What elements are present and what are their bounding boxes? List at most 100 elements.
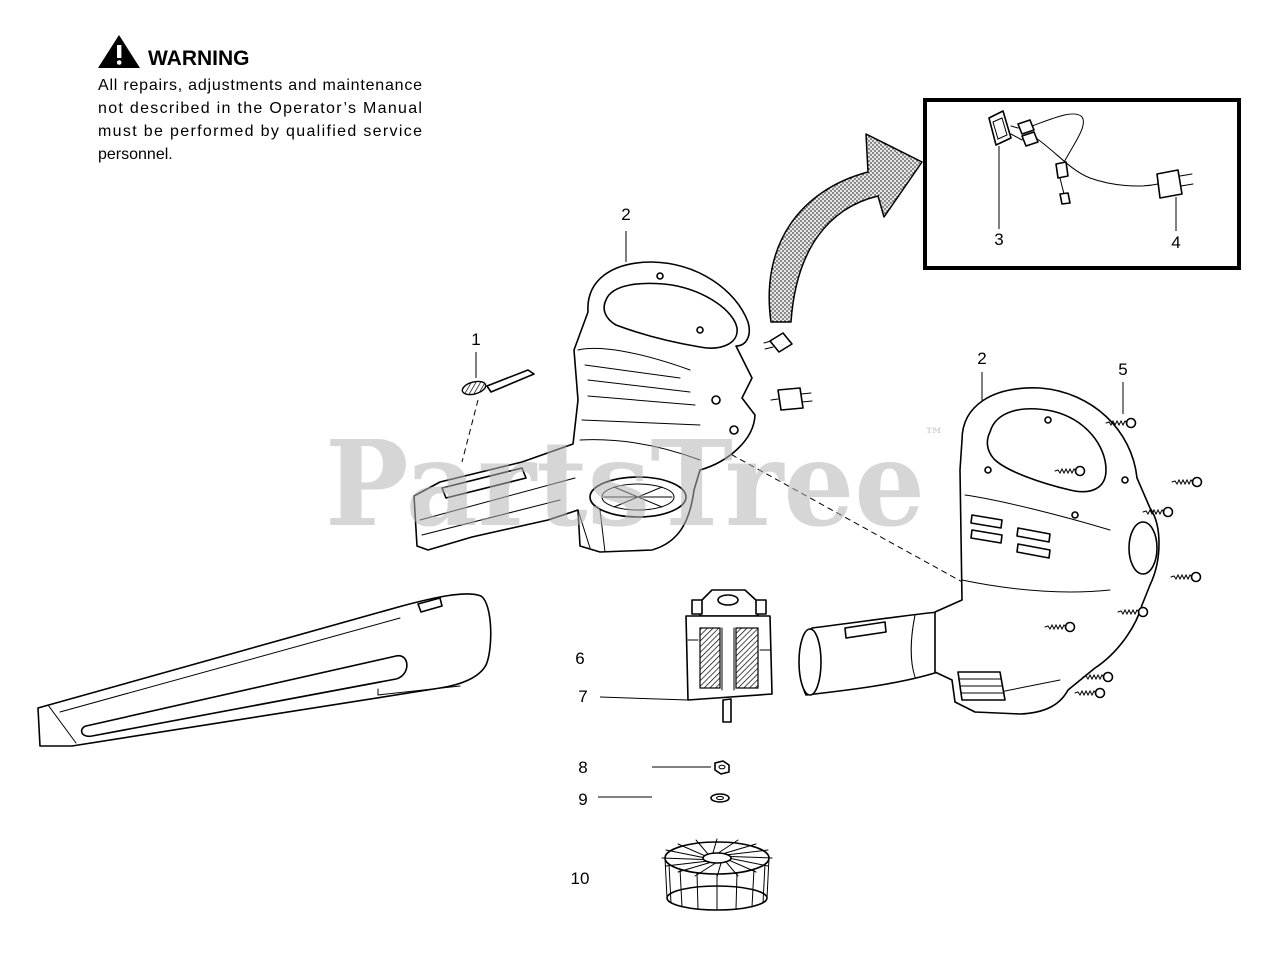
housing-left-ribs <box>577 347 701 461</box>
screw-hole <box>1071 511 1079 519</box>
wire-connector <box>1059 192 1071 205</box>
trigger-button <box>461 380 487 396</box>
housing-right-vent-slot <box>1016 527 1051 543</box>
screw-head <box>1191 476 1203 488</box>
rocker-switch-body <box>988 110 1012 146</box>
trigger-lever <box>486 369 535 393</box>
watermark-trademark: ™ <box>924 423 944 447</box>
housing-right-side-knob <box>1128 521 1158 575</box>
screw-thread <box>1170 573 1193 581</box>
screw-thread <box>1082 673 1105 681</box>
blower-tube <box>37 593 492 747</box>
motor-armature-lines <box>687 627 771 691</box>
screw <box>1054 465 1086 477</box>
motor-bearing <box>717 594 739 606</box>
blower-tube-edge-lines <box>59 617 461 713</box>
warning-notice: WARNING All repairs, adjustments and mai… <box>98 35 422 163</box>
alignment-line <box>704 439 996 601</box>
warning-line: All repairs, adjustments and maintenance <box>98 77 422 94</box>
housing-left-nozzle-slot <box>441 467 527 499</box>
plug-connector-body <box>777 387 804 411</box>
plug-body <box>1156 169 1183 199</box>
screw-thread <box>1074 689 1097 697</box>
screw-hole <box>1121 476 1129 484</box>
screw-thread <box>1117 608 1140 616</box>
screw-head <box>1102 671 1114 683</box>
motor-field-coil <box>735 627 759 689</box>
housing-left-fan-opening-inner <box>601 483 675 511</box>
screw <box>1074 687 1106 699</box>
warning-triangle-icon <box>98 35 140 68</box>
motor-brush <box>691 599 703 615</box>
hex-nut <box>714 760 730 775</box>
fan-impeller-part-10 <box>661 838 773 911</box>
screw-boss <box>656 272 664 280</box>
screw-thread <box>1054 467 1077 475</box>
screws-part-5 <box>1044 417 1203 699</box>
cord-wire <box>1035 137 1159 187</box>
callout-part-9: 9 <box>578 790 587 809</box>
blower-tube-nozzle-lip <box>37 704 77 744</box>
callout-part-8: 8 <box>578 758 587 777</box>
rocker-switch-face <box>992 117 1008 140</box>
outlet-tube-slot <box>844 621 887 639</box>
outlet-tube-opening <box>798 628 822 696</box>
callout-part-2-left: 2 <box>621 205 630 224</box>
washer-part-9 <box>710 793 730 803</box>
screw-head <box>1137 606 1149 618</box>
leader-lines <box>475 146 1177 798</box>
screw-thread <box>1105 419 1128 427</box>
screw-boss <box>696 326 704 334</box>
screw <box>1117 606 1149 618</box>
motor-field-coil <box>699 627 721 689</box>
housing-left-half <box>413 261 756 553</box>
screw-head <box>1074 465 1086 477</box>
callout-part-2-right: 2 <box>977 349 986 368</box>
switch-connector <box>763 332 793 353</box>
callout-part-4: 4 <box>1171 233 1180 252</box>
housing-right-half <box>798 387 1160 715</box>
housing-right-panel-lines <box>961 494 1111 693</box>
warning-exclamation-bar <box>117 45 122 58</box>
screw <box>1142 506 1174 518</box>
screw <box>1171 476 1203 488</box>
connector-body <box>769 332 793 353</box>
warning-line: must be performed by qualified service <box>98 123 422 140</box>
screw-head <box>1094 687 1106 699</box>
plug-connector-prongs <box>770 392 813 403</box>
screw-thread <box>1142 508 1165 516</box>
screw-head <box>1162 506 1174 518</box>
cord-part-4 <box>1031 113 1194 205</box>
callout-part-7: 7 <box>578 687 587 706</box>
screw-boss <box>729 425 739 435</box>
screw <box>1170 571 1202 583</box>
blower-tube-outline <box>37 593 492 747</box>
motor-brush <box>755 599 767 615</box>
bottom-vent-slats <box>959 678 1004 694</box>
outlet-tube-collar <box>910 614 916 678</box>
switch-terminal <box>1021 131 1039 147</box>
screw-head <box>1125 417 1137 429</box>
screw-head <box>1190 571 1202 583</box>
plug-connector <box>770 387 813 411</box>
curved-arrow-icon <box>768 133 923 323</box>
switch-terminal <box>1017 119 1035 135</box>
impeller-radial-blades <box>661 838 773 878</box>
callout-part-3: 3 <box>994 230 1003 249</box>
plug-prong <box>1179 173 1194 187</box>
cord-wire-loop <box>1031 113 1084 167</box>
alignment-line <box>461 399 479 463</box>
leader-line-part-7 <box>599 696 689 701</box>
switch-part-3 <box>988 110 1039 147</box>
impeller-vertical-blades <box>664 857 770 911</box>
hex-nut-bore <box>718 764 726 770</box>
callout-labels: 2 1 3 4 2 5 6 7 8 9 10 <box>471 205 1180 888</box>
screw <box>1105 417 1137 429</box>
inset-detail-box <box>923 98 1241 270</box>
wire-connector <box>1055 161 1069 179</box>
screw <box>1082 671 1114 683</box>
nut-part-8 <box>714 760 730 775</box>
blower-tube-latch-notch <box>417 597 443 613</box>
washer-ring <box>710 793 730 803</box>
motor-body <box>685 615 773 701</box>
